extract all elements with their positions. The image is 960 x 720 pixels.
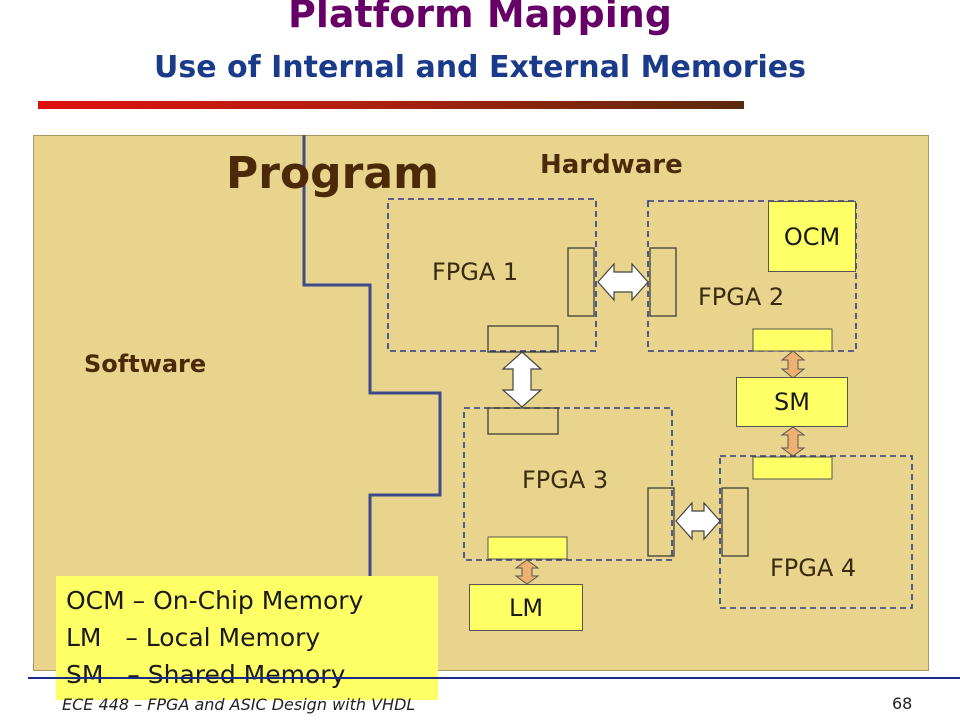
port-fpga3-top — [487, 407, 559, 435]
port-fpga1-bottom — [487, 325, 559, 353]
title-underline — [38, 101, 744, 109]
port-fpga2-left — [649, 247, 677, 317]
fpga1-box — [387, 198, 597, 352]
ocm-memory: OCM — [768, 201, 856, 272]
link-sm-fpga4 — [780, 426, 806, 457]
fpga4-box — [719, 455, 913, 609]
port-fpga3-bottom — [487, 536, 568, 560]
lm-memory: LM — [469, 584, 583, 631]
bus-arrow-fpga1-fpga2 — [597, 262, 649, 302]
fpga4-label: FPGA 4 — [770, 554, 857, 582]
legend-line-sm: SM – Shared Memory — [66, 660, 346, 689]
sm-memory: SM — [736, 377, 848, 427]
hardware-label: Hardware — [540, 150, 683, 180]
link-fpga2-sm — [780, 350, 806, 379]
page-number: 68 — [892, 694, 913, 713]
port-fpga4-top — [752, 456, 833, 480]
legend-box: OCM – On-Chip Memory LM – Local Memory S… — [56, 576, 438, 700]
fpga1-label: FPGA 1 — [432, 258, 519, 286]
program-label: Program — [226, 148, 439, 199]
port-fpga1-right — [567, 247, 595, 317]
fpga3-box — [463, 407, 673, 561]
partition-line — [272, 135, 442, 580]
software-label: Software — [84, 350, 207, 378]
legend-line-lm: LM – Local Memory — [66, 623, 321, 652]
slide-subtitle: Use of Internal and External Memories — [154, 50, 806, 85]
port-fpga3-right — [647, 487, 675, 557]
footer-rule — [28, 677, 960, 679]
footer-course: ECE 448 – FPGA and ASIC Design with VHDL — [62, 695, 416, 714]
slide-title: Platform Mapping — [287, 0, 673, 36]
bus-arrow-fpga1-fpga3 — [501, 351, 543, 408]
fpga2-box — [647, 200, 857, 352]
bus-arrow-fpga3-fpga4 — [675, 501, 721, 541]
fpga2-label: FPGA 2 — [698, 283, 785, 311]
link-fpga3-lm — [514, 559, 540, 585]
port-fpga4-left — [721, 487, 749, 557]
fpga3-label: FPGA 3 — [522, 466, 609, 494]
legend-line-ocm: OCM – On-Chip Memory — [66, 586, 364, 615]
port-fpga2-bottom — [752, 328, 833, 352]
